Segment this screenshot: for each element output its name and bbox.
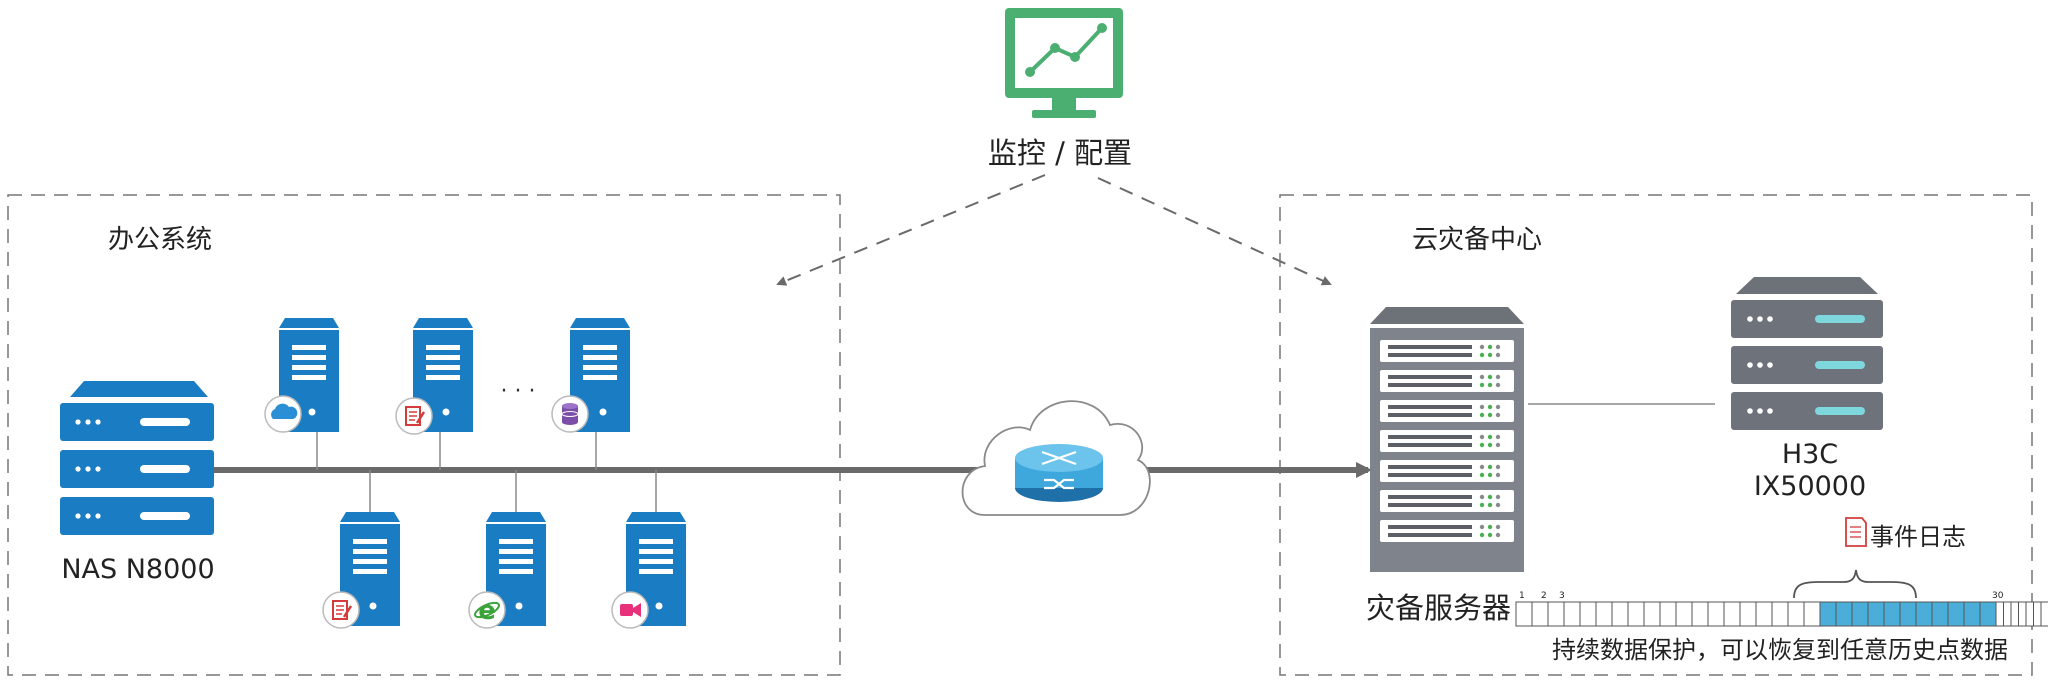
timeline-cell <box>1787 601 1805 627</box>
timeline-cell <box>1515 601 1533 627</box>
timeline-cell <box>1771 601 1789 627</box>
office-region-box <box>7 194 841 676</box>
svg-text:e: e <box>478 596 496 626</box>
timeline-cell <box>1723 601 1741 627</box>
timeline-cell <box>1691 601 1709 627</box>
timeline-cell <box>2018 601 2027 627</box>
office-title: 办公系统 <box>108 225 212 255</box>
servers-ellipsis: · · · <box>501 379 536 404</box>
timeline-tick-30: 30 <box>1992 591 2004 601</box>
timeline-cell <box>1643 601 1661 627</box>
timeline-cell <box>1835 601 1853 627</box>
timeline-cell <box>2010 601 2019 627</box>
timeline-cell <box>1931 601 1949 627</box>
timeline-tick-1: 1 <box>1519 591 1525 601</box>
monitor-to-office-link <box>776 174 1046 286</box>
timeline-cell <box>1979 601 1997 627</box>
rack-unit <box>1380 430 1514 452</box>
timeline-cell <box>1755 601 1773 627</box>
timeline-cell <box>1819 601 1837 627</box>
nas-storage-device <box>60 381 214 535</box>
server-drop-lines <box>316 432 657 512</box>
rack-unit <box>1380 520 1514 542</box>
timeline-cell <box>2033 601 2042 627</box>
cloud-dr-title: 云灾备中心 <box>1412 225 1542 255</box>
event-log-document-icon <box>1845 517 1867 547</box>
timeline-cell <box>1531 601 1549 627</box>
database-icon <box>551 395 589 433</box>
nas-label: NAS N8000 <box>61 554 214 585</box>
timeline-cell <box>1947 601 1965 627</box>
timeline-caption: 持续数据保护，可以恢复到任意历史点数据 <box>1552 636 2008 664</box>
monitor-line-chart-icon <box>1005 8 1123 118</box>
rack-unit <box>1380 400 1514 422</box>
timeline-cell <box>1867 601 1885 627</box>
timeline-cell <box>1611 601 1629 627</box>
event-log-brace <box>1793 569 1917 599</box>
timeline-cell <box>2025 601 2034 627</box>
cloud-dr-region-box <box>1279 194 2033 676</box>
cloud-icon <box>264 395 302 433</box>
timeline-cell <box>1563 601 1581 627</box>
timeline-cell <box>1899 601 1917 627</box>
document-edit-icon <box>395 397 433 435</box>
timeline-cell <box>1883 601 1901 627</box>
timeline-cell <box>1803 601 1821 627</box>
timeline-cell <box>2003 601 2012 627</box>
timeline-cell <box>1659 601 1677 627</box>
timeline-cell <box>1579 601 1597 627</box>
monitor-to-cloud-dr-link <box>1097 177 1332 286</box>
event-log-label: 事件日志 <box>1870 523 1966 551</box>
document-edit-icon <box>322 591 360 629</box>
dr-server-rack <box>1370 307 1524 572</box>
timeline-cell <box>2040 601 2048 627</box>
timeline-cell <box>1915 601 1933 627</box>
timeline-cell <box>1963 601 1981 627</box>
video-camera-icon <box>611 591 649 629</box>
rack-unit <box>1380 490 1514 512</box>
rack-unit <box>1380 340 1514 362</box>
storage-label-line1: H3C <box>1782 439 1838 470</box>
timeline-cell <box>1675 601 1693 627</box>
h3c-storage-device <box>1731 277 1883 430</box>
rack-unit <box>1380 370 1514 392</box>
rack-unit <box>1380 460 1514 482</box>
timeline-tick-2: 2 <box>1541 591 1547 601</box>
dr-server-label: 灾备服务器 <box>1366 591 1511 625</box>
router-cloud-icon <box>961 400 1151 516</box>
timeline-cell <box>1851 601 1869 627</box>
timeline-cell <box>1547 601 1565 627</box>
timeline-cell <box>1707 601 1725 627</box>
browser-e-icon: e <box>468 591 506 629</box>
timeline-cell <box>1595 601 1613 627</box>
monitor-label: 监控 / 配置 <box>988 136 1132 170</box>
storage-label-line2: IX50000 <box>1754 471 1866 502</box>
timeline-cell <box>1627 601 1645 627</box>
server-bottom-2 <box>486 512 546 626</box>
timeline-cell <box>1995 601 2004 627</box>
cdp-timeline: 1 2 3 30 <box>1515 591 2048 627</box>
timeline-cell <box>1739 601 1757 627</box>
timeline-tick-3: 3 <box>1559 591 1565 601</box>
